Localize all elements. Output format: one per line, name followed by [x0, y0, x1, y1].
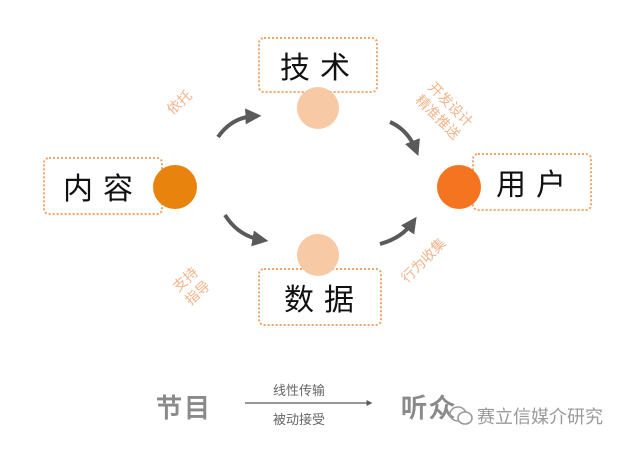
arrow-content-to-tech [216, 108, 262, 139]
user-dot [437, 165, 481, 209]
tech-dot [297, 87, 339, 129]
watermark: 赛立信媒介研究 [449, 403, 603, 429]
arrow-tech-to-user [389, 120, 420, 156]
footer-left: 节目 [156, 394, 213, 424]
node-tech-label: 技术 [280, 51, 360, 86]
arrow-data-to-user [379, 216, 417, 246]
arrow-content-to-data [223, 213, 269, 247]
node-data-label: 数据 [284, 283, 364, 318]
node-content: 内容 [43, 157, 163, 215]
footer-arrow-bottom: 被动接受 [273, 413, 326, 428]
node-user-label: 用户 [496, 168, 576, 203]
node-content-label: 内容 [63, 172, 143, 207]
chat-bubble-icon [449, 406, 473, 425]
content-dot [153, 165, 197, 209]
data-dot [297, 234, 339, 276]
footer-right: 听众 [401, 394, 458, 424]
watermark-text: 赛立信媒介研究 [477, 407, 603, 428]
footer-arrow-top: 线性传输 [273, 384, 326, 399]
